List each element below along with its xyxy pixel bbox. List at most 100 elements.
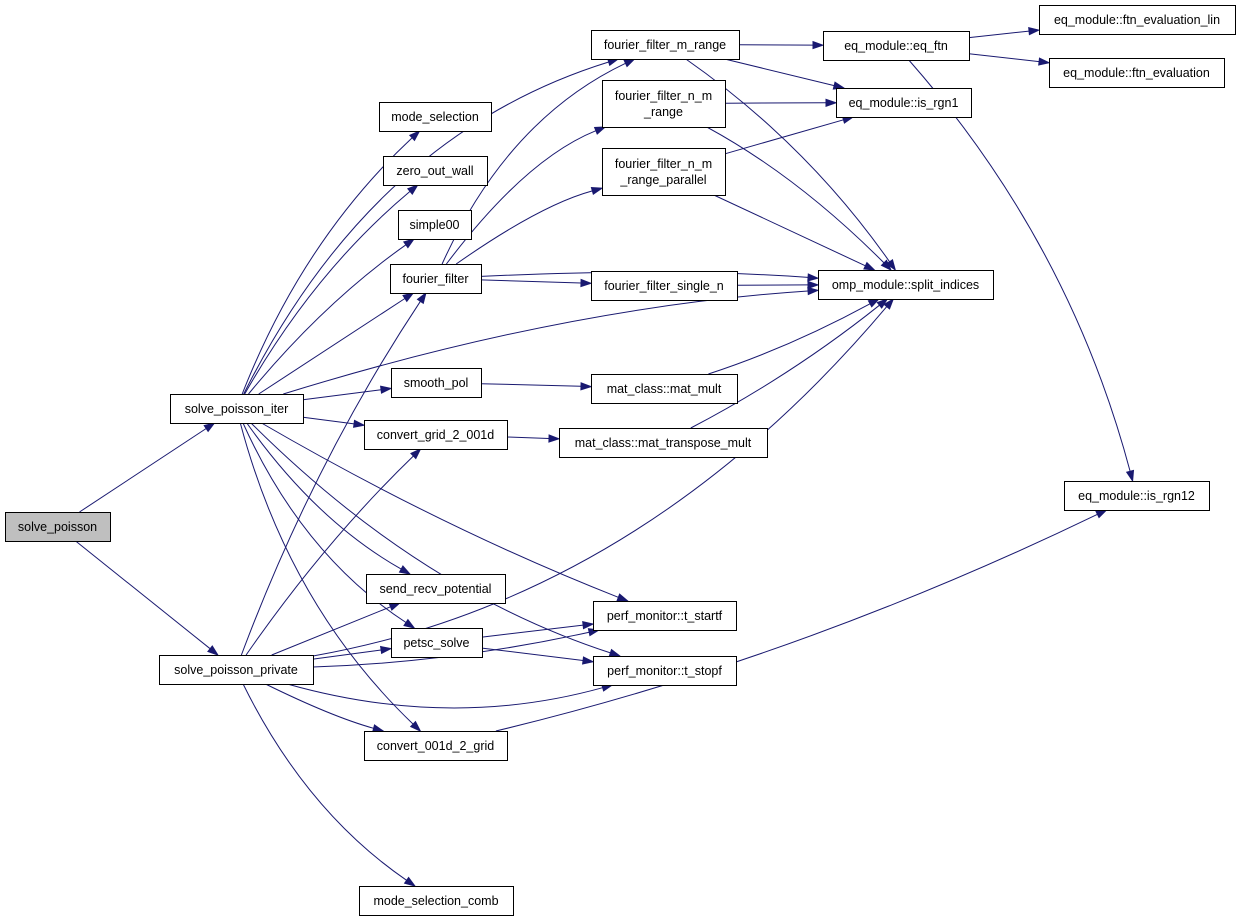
arrowhead-icon [593,126,607,135]
node-label: eq_module::is_rgn1 [849,96,959,110]
node-label: fourier_filter_single_n [604,279,724,293]
call-edge-solve_poisson_iter-to-petsc_solve [242,422,416,629]
call-edge-line [455,190,593,265]
arrowhead-icon [403,618,416,629]
arrowhead-icon [807,280,820,290]
node-convert-grid-2-001d[interactable]: convert_grid_2_001d [364,420,508,450]
call-edge-line [302,389,382,401]
call-edge-line [261,422,619,598]
call-edge-petsc_solve-to-t_stopf [481,647,595,665]
call-edge-fourier_filter_n_m_range-to-is_rgn1 [724,98,838,108]
arrowhead-icon [885,258,897,272]
arrowhead-icon [203,422,216,433]
node-box [559,428,768,458]
call-edge-fourier_filter_n_m_range_parallel-to-is_rgn1 [724,115,855,155]
arrowhead-icon [403,876,417,887]
node-label: solve_poisson [18,520,97,534]
node-mat-transpose-mult[interactable]: mat_class::mat_transpose_mult [559,428,768,458]
arrowhead-icon [812,40,825,50]
node-solve-poisson[interactable]: solve_poisson [5,512,111,542]
call-edge-line [480,383,582,387]
node-mode-selection[interactable]: mode_selection [379,102,492,132]
node-ftn-evaluation-lin[interactable]: eq_module::ftn_evaluation_lin [1039,5,1236,35]
call-edge-fourier_filter_m_range-to-eq_ftn [738,40,825,50]
node-ftn-evaluation[interactable]: eq_module::ftn_evaluation [1049,58,1225,88]
call-edge-line [258,298,406,395]
node-fourier-filter-m-range[interactable]: fourier_filter_m_range [591,30,740,60]
call-edge-line [244,191,411,395]
node-simple00[interactable]: simple00 [398,210,472,240]
node-box [602,80,726,128]
call-edge-smooth_pol-to-mat_mult [480,382,593,391]
node-split-indices[interactable]: omp_module::split_indices [818,270,994,300]
node-box [602,148,726,196]
node-fourier-filter[interactable]: fourier_filter [390,264,482,294]
node-label: _range_parallel [619,173,706,187]
node-box [170,394,304,424]
node-label: eq_module::eq_ftn [844,39,948,53]
node-solve-poisson-iter[interactable]: solve_poisson_iter [170,394,304,424]
node-label: omp_module::split_indices [832,278,979,292]
node-box [383,156,488,186]
node-label: perf_monitor::t_startf [607,609,723,623]
node-label: mode_selection [391,110,479,124]
node-t-startf[interactable]: perf_monitor::t_startf [593,601,737,631]
node-box [364,420,508,450]
node-is-rgn1[interactable]: eq_module::is_rgn1 [836,88,972,118]
call-edge-line [287,683,603,709]
call-edge-line [75,540,211,650]
call-edge-mat_mult-to-split_indices [708,298,881,375]
node-box [591,271,738,301]
call-edge-line [242,422,407,623]
node-mat-mult[interactable]: mat_class::mat_mult [591,374,738,404]
arrowhead-icon [807,273,820,282]
arrowhead-icon [548,434,561,443]
call-edge-solve_poisson-to-solve_poisson_iter [79,422,216,513]
node-is-rgn12[interactable]: eq_module::is_rgn12 [1064,481,1210,511]
arrowhead-icon [406,184,419,195]
call-edge-solve_poisson_iter-to-smooth_pol [302,385,393,401]
arrowhead-icon [402,238,416,249]
node-fourier-filter-n-m-range-parallel[interactable]: fourier_filter_n_m _range_parallel [602,148,726,196]
node-fourier-filter-n-m-range[interactable]: fourier_filter_n_m_range [602,80,726,128]
node-mode-selection-comb[interactable]: mode_selection_comb [359,886,514,916]
call-edge-solve_poisson_iter-to-fourier_filter [258,292,415,395]
arrowhead-icon [880,259,893,272]
node-label: perf_monitor::t_stopf [607,664,722,678]
call-edge-line [495,513,1098,732]
node-box [391,628,483,658]
node-t-stopf[interactable]: perf_monitor::t_stopf [593,656,737,686]
call-edge-line [245,455,414,656]
call-edge-mat_transpose_mult-to-split_indices [690,298,889,429]
node-eq-ftn[interactable]: eq_module::eq_ftn [823,31,970,61]
node-fourier-filter-single-n[interactable]: fourier_filter_single_n [591,271,738,301]
node-box [1064,481,1210,511]
arrowhead-icon [410,447,422,460]
call-edge-line [250,422,611,654]
node-label: smooth_pol [404,376,469,390]
node-petsc-solve[interactable]: petsc_solve [391,628,483,658]
arrowhead-icon [1028,27,1041,36]
call-edge-eq_ftn-to-ftn_evaluation [968,53,1051,66]
call-edge-solve_poisson_private-to-convert_001d_2_grid [265,683,385,733]
call-edge-solve_poisson_iter-to-zero_out_wall [244,184,419,395]
node-solve-poisson-private[interactable]: solve_poisson_private [159,655,314,685]
call-edge-line [302,416,355,425]
node-label: fourier_filter_n_m [615,157,712,171]
arrowhead-icon [623,58,636,68]
call-edge-solve_poisson_private-to-t_stopf [287,683,614,709]
arrowhead-icon [409,720,422,733]
call-edge-fourier_filter_n_m_range-to-split_indices [706,126,893,272]
node-zero-out-wall[interactable]: zero_out_wall [383,156,488,186]
arrowhead-icon [832,81,846,90]
call-edge-line [724,119,844,155]
arrowhead-icon [416,291,427,305]
call-edge-line [706,126,885,264]
arrowhead-icon [398,565,412,575]
call-edge-line [968,53,1040,63]
node-send-recv-potential[interactable]: send_recv_potential [366,574,506,604]
node-convert-001d-2-grid[interactable]: convert_001d_2_grid [364,731,508,761]
node-smooth-pol[interactable]: smooth_pol [391,368,482,398]
node-label: convert_grid_2_001d [377,428,494,442]
